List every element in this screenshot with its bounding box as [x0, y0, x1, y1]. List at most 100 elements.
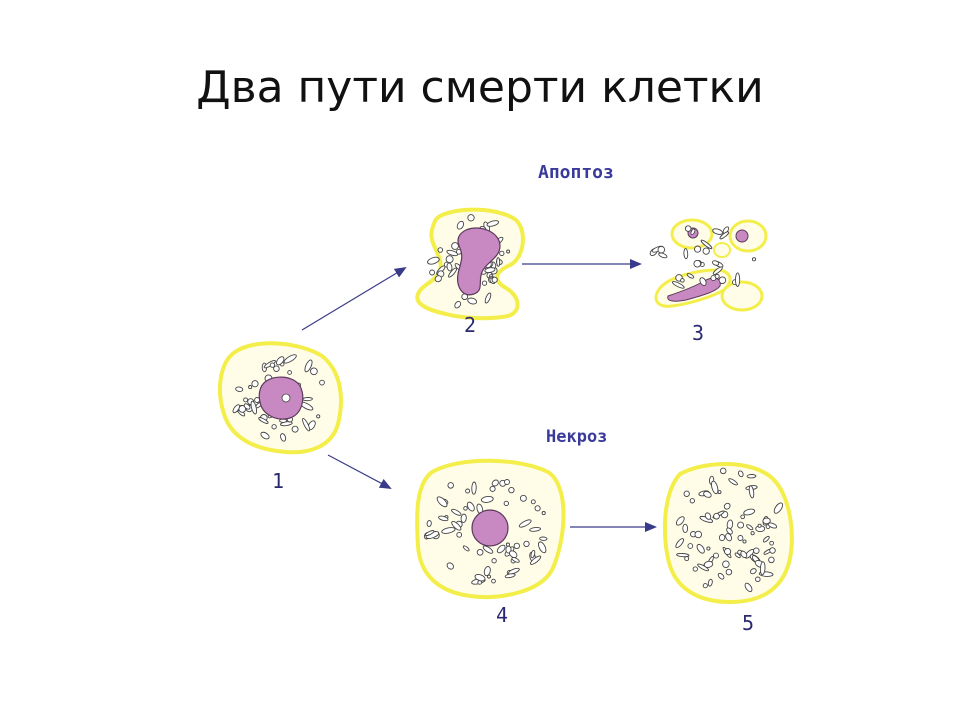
organelle — [713, 552, 719, 559]
organelle — [711, 260, 720, 266]
organelle — [713, 512, 720, 520]
organelle — [437, 247, 444, 253]
organelle — [505, 542, 510, 547]
organelle — [269, 362, 276, 368]
organelle — [504, 479, 510, 485]
organelle — [694, 530, 703, 539]
organelle — [491, 578, 496, 584]
organelle — [248, 385, 253, 390]
organelle — [310, 367, 318, 376]
organelle — [446, 562, 454, 570]
nucleus-4 — [471, 509, 509, 547]
organelle — [707, 578, 713, 587]
organelle — [283, 354, 297, 364]
organelle — [273, 365, 280, 372]
organelle — [530, 499, 536, 505]
organelle — [658, 252, 668, 259]
organelle — [491, 479, 499, 487]
organelle — [451, 520, 462, 531]
organelle — [447, 482, 454, 489]
organelle — [769, 540, 774, 546]
organelle — [474, 574, 486, 582]
arrow-1-to-2 — [301, 266, 407, 331]
organelle — [744, 582, 753, 593]
organelle — [718, 276, 727, 284]
organelle — [757, 523, 762, 528]
organelle — [702, 583, 708, 589]
organelle — [762, 535, 770, 543]
organelle — [456, 220, 465, 230]
organelle — [699, 277, 707, 286]
organelle — [466, 501, 475, 512]
organelle — [451, 242, 459, 250]
organelle — [232, 404, 241, 414]
organelle — [671, 281, 685, 289]
organelle — [467, 297, 478, 305]
organelle — [725, 568, 733, 576]
organelle — [686, 273, 695, 279]
organelle — [235, 386, 244, 392]
organelle — [496, 257, 501, 267]
organelle — [476, 548, 484, 556]
organelle — [706, 546, 711, 551]
organelle — [471, 481, 477, 495]
organelle — [740, 550, 748, 559]
organelle — [773, 502, 784, 514]
organelle — [692, 566, 698, 572]
organelle — [690, 228, 696, 236]
organelle — [703, 560, 714, 568]
organelle — [513, 542, 520, 550]
organelle — [697, 563, 710, 572]
organelle — [759, 561, 766, 576]
organelle — [467, 214, 475, 222]
nucleus-2 — [457, 227, 501, 296]
organelle — [509, 550, 518, 559]
organelle — [427, 256, 440, 265]
organelle — [749, 568, 757, 575]
organelle — [675, 538, 685, 549]
organelle — [448, 267, 458, 278]
organelle — [684, 556, 690, 562]
organelle — [683, 490, 690, 497]
organelle — [737, 470, 744, 478]
organelle — [460, 513, 467, 523]
organelle — [271, 424, 277, 430]
organelle — [718, 534, 726, 542]
organelle — [280, 433, 287, 442]
nucleus-1 — [258, 376, 304, 420]
organelle — [737, 535, 744, 541]
organelle — [484, 292, 492, 304]
organelle-texture — [675, 467, 784, 593]
organelle — [499, 250, 505, 257]
organelle — [740, 514, 746, 520]
organelle — [463, 506, 468, 511]
cell-3-apoptotic-bodies — [649, 218, 768, 312]
organelle — [251, 380, 259, 388]
organelle — [504, 573, 516, 579]
organelle — [534, 505, 541, 512]
cell-1-healthy — [217, 341, 343, 455]
organelle — [429, 269, 436, 276]
organelle — [762, 517, 771, 525]
organelle — [518, 519, 532, 528]
organelle — [725, 533, 733, 542]
organelle — [530, 549, 536, 559]
organelle — [751, 257, 757, 262]
organelle — [735, 272, 741, 287]
organelle — [445, 255, 454, 264]
organelle — [319, 379, 325, 386]
organelle — [712, 266, 723, 275]
stage-number-2: 2 — [464, 313, 476, 337]
organelle — [726, 527, 733, 535]
cell-5-necrosis-lysis — [662, 461, 794, 605]
organelle — [530, 555, 542, 565]
organelle — [506, 249, 511, 254]
organelle — [538, 541, 547, 554]
organelle — [714, 273, 720, 279]
organelle — [291, 425, 299, 433]
organelle — [316, 414, 321, 419]
organelle — [496, 544, 506, 554]
organelle — [519, 494, 527, 502]
organelle — [724, 547, 732, 556]
